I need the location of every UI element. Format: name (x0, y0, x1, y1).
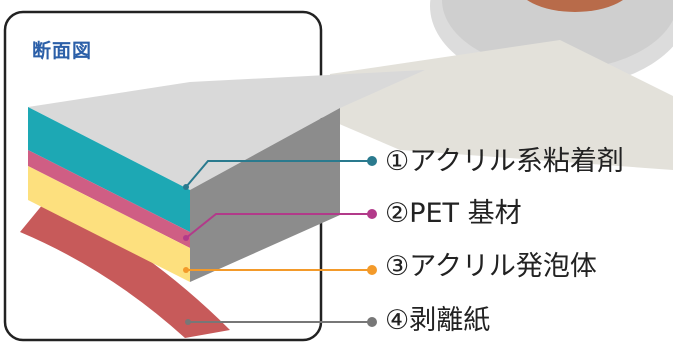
stack-side-face (190, 108, 340, 282)
leader-start-1 (183, 184, 189, 190)
layer-acrylic-adhesive (28, 107, 190, 232)
leader-start-2 (183, 235, 189, 241)
layer-release-liner (20, 198, 230, 338)
layer-acrylic-foam (28, 166, 190, 282)
leader-start-4 (185, 319, 191, 325)
section-title: 断面図 (32, 40, 93, 62)
callout-release-liner: ④剥離紙 (385, 305, 491, 336)
leader-dot-3 (367, 265, 377, 275)
stack-top-surface (28, 70, 425, 190)
callout-pet-base: ②PET 基材 (385, 198, 522, 229)
callout-acrylic-foam: ③アクリル発泡体 (385, 251, 597, 282)
callout-acrylic-adhesive: ①アクリル系粘着剤 (385, 146, 624, 177)
leader-dot-2 (367, 209, 377, 219)
leader-start-3 (183, 267, 189, 273)
leader-dot-4 (367, 317, 377, 327)
layer-pet-base (28, 150, 190, 248)
leader-line-1 (185, 160, 370, 188)
leader-dot-1 (367, 156, 377, 166)
leader-line-2 (185, 213, 370, 239)
